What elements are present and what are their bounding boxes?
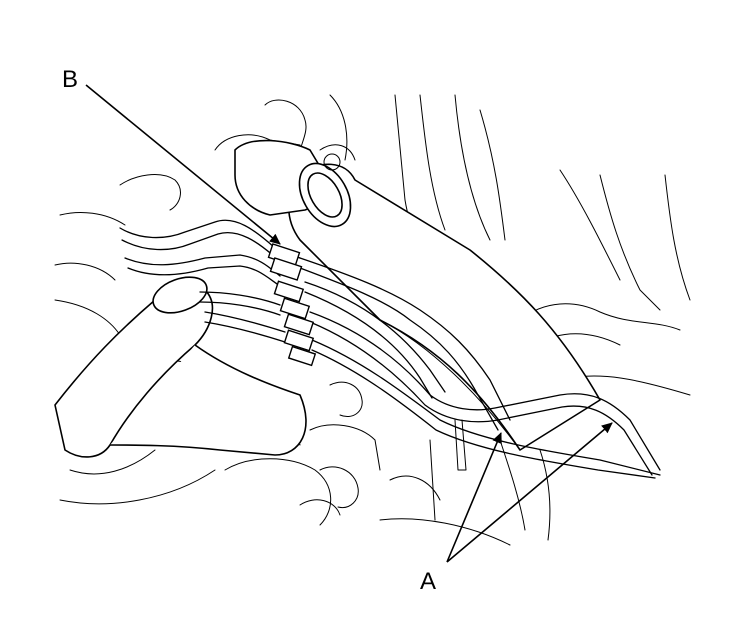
leader-a-left [446, 432, 502, 563]
brake-line-bundle [119, 219, 661, 479]
upper-hose [234, 139, 601, 451]
lower-hose [54, 276, 307, 458]
leader-b [85, 84, 281, 245]
callout-leaders [85, 84, 613, 563]
callout-label-b: B [62, 66, 79, 93]
callout-label-a: A [420, 568, 437, 595]
line-clamp-stack [267, 243, 317, 367]
leader-a-right [446, 422, 613, 563]
